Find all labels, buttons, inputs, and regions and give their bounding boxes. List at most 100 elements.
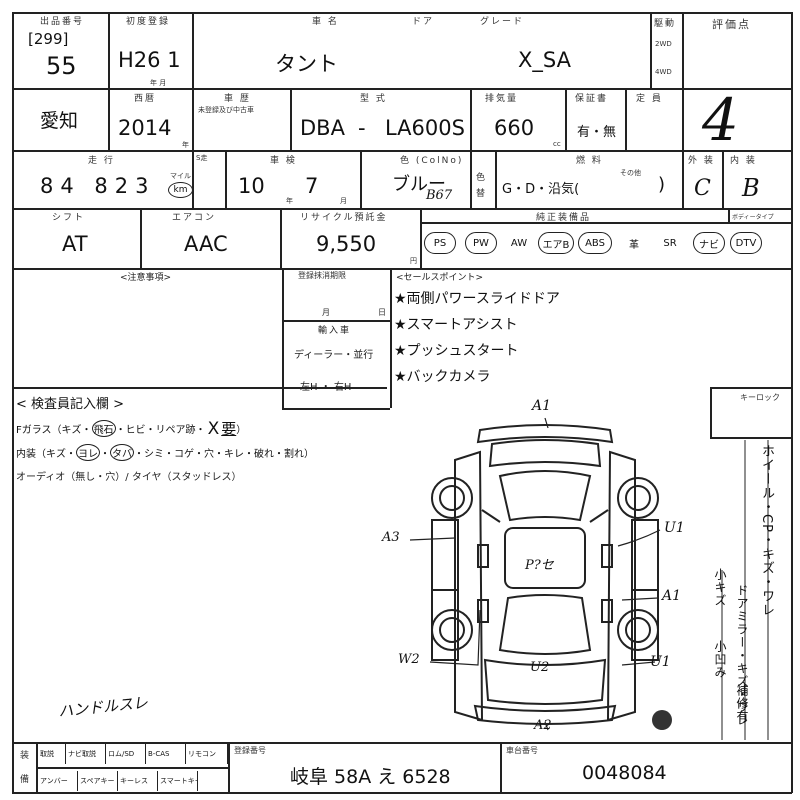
footer-item: ロム/SD <box>106 744 146 764</box>
row-divider-1 <box>12 88 792 90</box>
side-note-mirror: ドアミラー・キズ・ワレ <box>735 584 749 727</box>
drive-2wd: 2WD <box>655 40 672 48</box>
v-r2-2 <box>192 88 194 150</box>
wheel-rear-right-inner <box>625 617 651 643</box>
grade-label: グレード <box>480 17 525 27</box>
interior-line: 内装（キズ・ ヨレ ・ タバ ・シミ・コゲ・穴・キレ・破れ・割れ） <box>16 444 314 461</box>
model-name: タント <box>275 52 338 76</box>
footer-row-label-2: 備 <box>20 775 30 785</box>
inspection-year: 10 <box>238 174 265 198</box>
ac-value: AAC <box>184 232 228 256</box>
km-unit: km <box>168 182 193 198</box>
equip-label: 純正装備品 <box>536 213 592 223</box>
wheel-rear-right <box>617 609 659 651</box>
reg-history-label: 車 歴 <box>224 94 251 104</box>
v-f-2 <box>228 742 230 792</box>
expiry-month: 月 <box>322 308 330 317</box>
cc-value: 660 <box>494 116 535 140</box>
side-note-wheel: ホイール・CP・キズ・ワレ <box>759 444 774 617</box>
v-r3-6 <box>682 150 684 208</box>
v-r4-1 <box>140 208 142 268</box>
color-code: B67 <box>426 188 453 203</box>
frame-right <box>791 12 793 793</box>
windshield-end: ） <box>236 425 247 436</box>
v-r3-1 <box>192 150 194 208</box>
sales-label: <セールスポイント> <box>396 273 484 283</box>
windshield-required: 要 <box>221 420 237 438</box>
side-note-small-scratch: 小キズ <box>713 568 727 607</box>
windshield-shape <box>498 470 592 522</box>
sales-point-1: ★両側パワースライドドア <box>394 291 560 307</box>
v-r4-3 <box>420 208 422 268</box>
v-r2-3 <box>290 88 292 150</box>
v-r3-3 <box>360 150 362 208</box>
v-r1-2 <box>192 12 194 88</box>
windshield-rest: ・ヒビ・リペア跡・ <box>115 425 206 436</box>
sales-point-3: ★プッシュスタート <box>394 343 519 359</box>
handle-side: 左H ・ 右H <box>300 382 352 393</box>
h-f-1 <box>36 767 228 769</box>
fuel-close: ) <box>658 174 666 195</box>
type-dash: - <box>358 116 366 140</box>
left-a-pillar <box>481 509 501 523</box>
fuel-label: 燃 料 <box>576 156 603 166</box>
equipment-item: PS <box>424 232 456 254</box>
wheel-rear-left-inner <box>439 617 465 643</box>
equipment-item: 革 <box>629 239 639 251</box>
color-value: ブルー <box>392 174 446 195</box>
equip-label-line <box>420 222 791 224</box>
inspection-label: 車 検 <box>270 156 297 166</box>
color-label: 色 (ColNo) <box>400 156 464 166</box>
h-mid-2 <box>282 408 390 410</box>
region: 愛知 <box>40 110 79 132</box>
left-fender-shape <box>454 450 484 722</box>
v-r4-4 <box>728 208 730 222</box>
warranty-value: 有・無 <box>577 125 617 140</box>
v-r2-6 <box>625 88 627 150</box>
notes-label: <注意事項> <box>120 273 172 283</box>
shift-label: シフト <box>52 213 86 223</box>
v-r3-5 <box>495 150 497 208</box>
footer-item: キーレス <box>118 771 158 791</box>
audio-tire-line: オーディオ（無し・穴）/ タイヤ（スタッドレス） <box>16 472 242 483</box>
right-rear-window-shape <box>601 599 613 623</box>
plate-label: 登録番号 <box>234 746 266 755</box>
year-label: 西暦 <box>134 94 157 104</box>
windshield-chip-circled: 飛石 <box>91 420 116 437</box>
damage-u1-a: U1 <box>664 520 685 536</box>
expiry-label: 登録抹消期限 <box>298 271 346 280</box>
h-key-2 <box>710 437 791 439</box>
h-key-1 <box>710 387 791 389</box>
expiry-day: 日 <box>378 308 386 317</box>
leader-w2 <box>429 609 481 666</box>
damage-a2: A2 <box>534 718 552 733</box>
fuel-value: G・D・沿気( <box>502 182 580 197</box>
left-mirror-shape <box>477 544 489 568</box>
ext-label: 外 装 <box>688 156 715 166</box>
spare-tire-mark <box>652 710 672 730</box>
plate-value: 岐阜 58A え 6528 <box>290 766 451 788</box>
v-r2-5 <box>565 88 567 150</box>
first-reg-value: H26 1 <box>118 48 181 72</box>
sales-point-4: ★バックカメラ <box>394 369 491 385</box>
score-label: 評価点 <box>712 18 751 31</box>
model-label: 車 名 <box>312 17 339 27</box>
type-label: 型 式 <box>360 94 387 104</box>
car-outline <box>431 424 659 725</box>
damage-pt-label: P?セ <box>525 558 554 573</box>
recycle-unit: 円 <box>410 257 417 265</box>
capacity-label: 定 員 <box>636 94 663 104</box>
left-rear-window-shape <box>477 599 489 623</box>
row-divider-5 <box>12 387 387 389</box>
wheels <box>431 477 659 651</box>
v-r3-2 <box>225 150 227 208</box>
interior-prefix: 内装（キズ・ <box>16 449 76 460</box>
footer-item: アンバー <box>38 771 78 791</box>
roof-shape <box>504 527 586 589</box>
interior-mid: ・ <box>100 449 110 460</box>
side-note-small-dent: 小凹み <box>713 640 727 679</box>
inspection-month-unit: 月 <box>340 197 347 205</box>
warranty-label: 保証書 <box>575 94 609 104</box>
v-r1-4 <box>682 12 684 150</box>
wheel-front-right-inner <box>625 485 651 511</box>
